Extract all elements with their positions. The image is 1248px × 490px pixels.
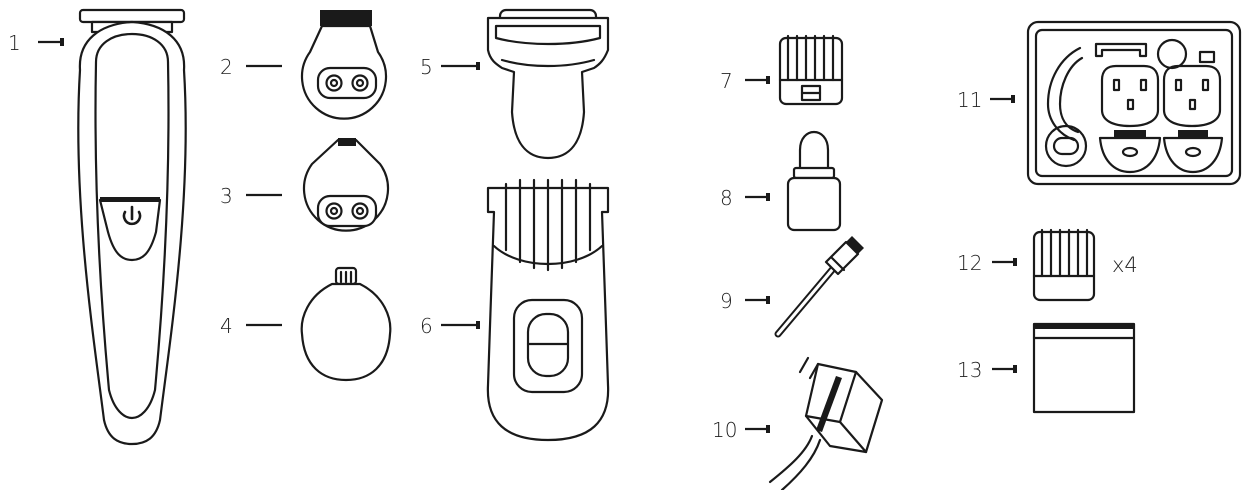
callout-1: 1 xyxy=(8,31,64,55)
callout-5: 5 xyxy=(420,55,480,79)
callout-12: 12 xyxy=(957,251,1017,275)
callout-2: 2 xyxy=(220,55,282,79)
accessory-11-illustration xyxy=(1026,20,1242,186)
callout-9: 9 xyxy=(720,289,770,313)
attachment-5-illustration xyxy=(486,8,610,160)
accessory-8-illustration xyxy=(786,131,842,232)
attachment-6-illustration xyxy=(486,178,610,442)
callout-2-number: 2 xyxy=(220,55,233,79)
callout-6-number: 6 xyxy=(420,314,433,338)
callout-13-number: 13 xyxy=(957,358,982,382)
quantity-label: x4 xyxy=(1112,253,1138,277)
callout-13: 13 xyxy=(957,358,1017,382)
callout-7-number: 7 xyxy=(720,69,733,93)
callout-1-number: 1 xyxy=(8,31,21,55)
accessory-7-illustration xyxy=(778,34,844,106)
attachment-3-illustration xyxy=(302,138,390,232)
callout-12-number: 12 xyxy=(957,251,982,275)
attachment-4-illustration xyxy=(300,266,392,382)
accessory-13-illustration xyxy=(1032,322,1136,414)
accessory-12-illustration xyxy=(1032,228,1096,302)
callout-9-number: 9 xyxy=(720,289,733,313)
callout-11-number: 11 xyxy=(957,88,982,112)
callout-4: 4 xyxy=(220,314,282,338)
callout-3-number: 3 xyxy=(220,184,233,208)
callout-5-number: 5 xyxy=(420,55,433,79)
callout-10-number: 10 xyxy=(712,418,737,442)
callout-10: 10 xyxy=(712,418,770,442)
callout-3: 3 xyxy=(220,184,282,208)
trimmer-body-illustration xyxy=(77,8,187,446)
accessory-9-illustration xyxy=(774,236,864,338)
power-icon xyxy=(122,205,142,226)
accessory-10-illustration xyxy=(768,356,884,490)
callout-4-number: 4 xyxy=(220,314,233,338)
callout-11: 11 xyxy=(957,88,1015,112)
callout-8: 8 xyxy=(720,186,770,210)
callout-8-number: 8 xyxy=(720,186,733,210)
attachment-2-illustration xyxy=(300,10,388,120)
callout-7: 7 xyxy=(720,69,770,93)
callout-6: 6 xyxy=(420,314,480,338)
